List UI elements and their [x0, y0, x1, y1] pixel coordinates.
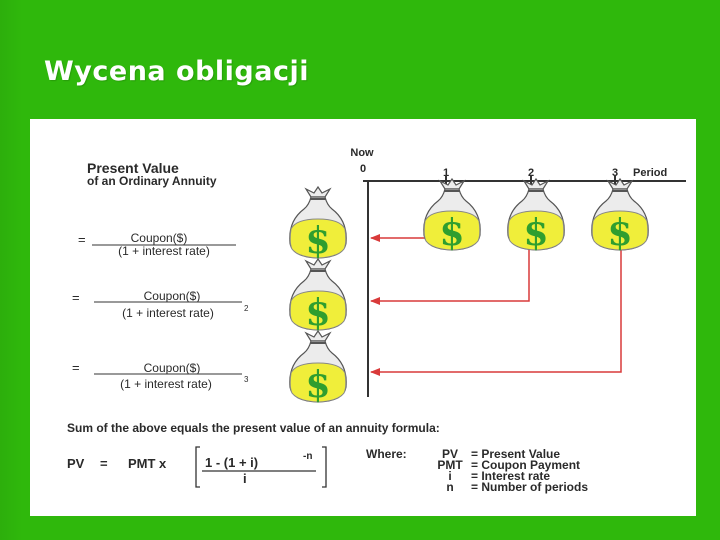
legend-sym-n: n: [446, 480, 453, 494]
pv-term-1: = Coupon($) (1 + interest rate): [78, 231, 236, 258]
term-2-equals: =: [72, 290, 80, 305]
term-1-equals: =: [78, 232, 86, 247]
term-1-numerator: Coupon($): [131, 231, 188, 245]
formula-denominator: i: [243, 471, 247, 486]
money-bag-icon: [288, 258, 348, 335]
annuity-diagram-svg: $ Present Value of an Ordinary Annuity N…: [67, 147, 686, 494]
annuity-diagram: $ Present Value of an Ordinary Annuity N…: [30, 119, 696, 516]
formula-left-bracket: [195, 446, 200, 488]
slide-title: Wycena obligacji: [44, 56, 309, 87]
arrow-period-2: [370, 249, 530, 305]
where-label: Where:: [366, 447, 407, 461]
legend-desc-pmt: = Coupon Payment: [471, 458, 580, 472]
legend-sym-pv: PV: [442, 447, 458, 461]
term-2-denominator: (1 + interest rate): [122, 306, 214, 320]
term-3-exponent: 3: [244, 375, 249, 384]
pv-term-2: = Coupon($) (1 + interest rate) 2: [72, 289, 249, 320]
annuity-formula: PV = PMT x 1 - (1 + i) -n i: [67, 446, 327, 488]
heading-ordinary-annuity: of an Ordinary Annuity: [87, 174, 217, 188]
formula-lhs: PV: [67, 456, 85, 471]
tick-label-3: 3: [612, 167, 618, 179]
heading-present-value: Present Value: [87, 160, 179, 176]
money-bag-icon: [288, 330, 348, 407]
period-label: Period: [633, 167, 667, 179]
summary-text: Sum of the above equals the present valu…: [67, 421, 440, 435]
legend-desc-pv: = Present Value: [471, 447, 560, 461]
money-bag-icon: [288, 186, 348, 263]
arrow-period-3: [370, 249, 622, 376]
term-3-equals: =: [72, 360, 80, 375]
term-3-numerator: Coupon($): [144, 361, 201, 375]
term-3-denominator: (1 + interest rate): [120, 377, 212, 391]
tick-label-2: 2: [528, 167, 534, 179]
formula-equals: =: [100, 456, 108, 471]
term-2-exponent: 2: [244, 304, 249, 313]
money-bag-icon: [506, 178, 566, 255]
legend-desc-i: = Interest rate: [471, 469, 550, 483]
timeline: Now 0 1 2 3 Period: [350, 147, 686, 397]
cashflow-arrows: [370, 234, 622, 376]
now-label: Now: [350, 147, 374, 159]
term-1-denominator: (1 + interest rate): [118, 244, 210, 258]
pv-term-3: = Coupon($) (1 + interest rate) 3: [72, 360, 249, 391]
formula-legend: Where: PV = Present Value PMT = Coupon P…: [366, 447, 588, 494]
legend-sym-pmt: PMT: [437, 458, 463, 472]
term-2-numerator: Coupon($): [144, 289, 201, 303]
formula-numerator: 1 - (1 + i): [205, 455, 258, 470]
money-bag-icon: [590, 178, 650, 255]
tick-label-0: 0: [360, 163, 366, 175]
money-bag-icon: [422, 178, 482, 255]
legend-desc-n: = Number of periods: [471, 480, 588, 494]
formula-exponent: -n: [303, 451, 312, 462]
formula-pmt: PMT x: [128, 456, 167, 471]
formula-right-bracket: [322, 446, 327, 488]
tick-label-1: 1: [443, 167, 449, 179]
legend-sym-i: i: [448, 469, 451, 483]
